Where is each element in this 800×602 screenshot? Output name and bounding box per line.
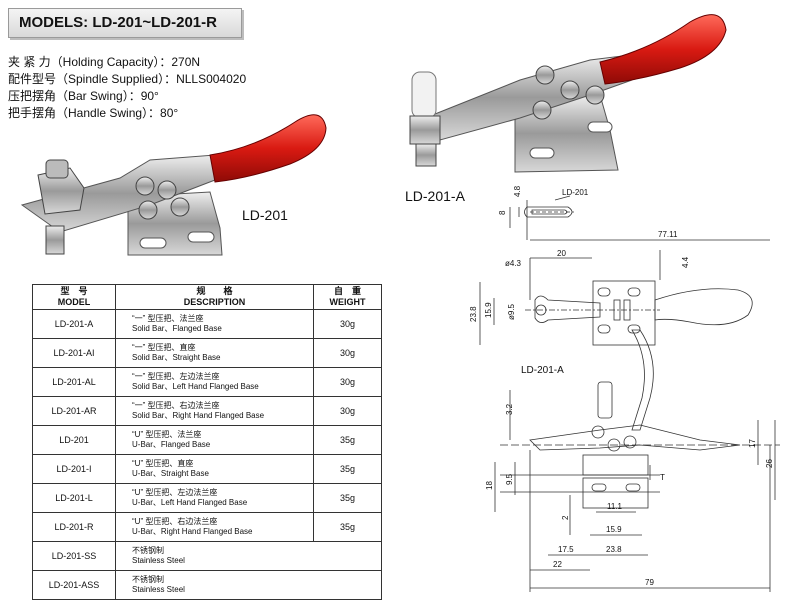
spec-list: 夹 紧 力（Holding Capacity）：270N 配件型号（Spindl…	[8, 54, 246, 122]
dim-20: 20	[557, 249, 566, 258]
dim-8: 8	[498, 210, 507, 215]
dim-22: 22	[553, 560, 562, 569]
dim-15-9-bottom: 15.9	[606, 525, 622, 534]
dim-15-9: 15.9	[484, 302, 493, 318]
clamp-photo-ld201a	[409, 14, 727, 173]
drawing-label-ld201: LD-201	[562, 188, 589, 197]
spec-handle-swing: 把手摆角（Handle Swing）：80°	[8, 106, 179, 120]
dim-3-2: 3.2	[505, 403, 514, 415]
spec-holding-capacity: 夹 紧 力（Holding Capacity）：270N	[8, 55, 201, 69]
spec-bar-swing: 压把摆角（Bar Swing）：90°	[8, 89, 159, 103]
dim-23-8: 23.8	[469, 306, 478, 322]
clamp-photo-ld201	[20, 114, 327, 256]
photo-label-ld201: LD-201	[242, 207, 288, 223]
spec-spindle: 配件型号（Spindle Supplied）：NLLS004020	[8, 72, 247, 86]
dim-2: 2	[561, 515, 570, 520]
dim-77-11: 77.11	[658, 230, 678, 239]
drawing-label-ld201a: LD-201-A	[521, 365, 564, 376]
dim-17-5: 17.5	[558, 545, 574, 554]
dim-79: 79	[645, 578, 654, 587]
dim-dia-4-3: ø4.3	[505, 259, 522, 268]
dim-4-8: 4.8	[513, 185, 522, 197]
photo-label-ld201a: LD-201-A	[405, 188, 465, 204]
dim-4-4: 4.4	[681, 256, 690, 268]
dim-9-5: 9.5	[505, 473, 514, 485]
dim-26: 26	[765, 459, 774, 468]
dim-17: 17	[748, 439, 757, 448]
models-banner: MODELS: LD-201~LD-201-R	[8, 8, 242, 38]
dim-23-8-bottom: 23.8	[606, 545, 622, 554]
dim-11-1: 11.1	[607, 502, 623, 511]
dim-18: 18	[485, 481, 494, 490]
models-title: MODELS: LD-201~LD-201-R	[19, 14, 217, 31]
dim-dia-9-5: ø9.5	[507, 303, 516, 320]
dim-t: T	[660, 473, 665, 482]
